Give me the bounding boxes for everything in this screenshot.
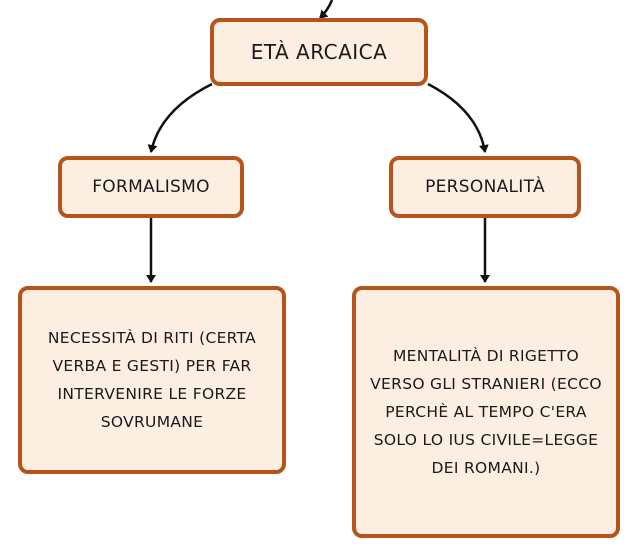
detail-node-text: MENTALITÀ DI RIGETTO VERSO GLI STRANIERI… bbox=[370, 347, 602, 477]
branch-node-label: PERSONALITÀ bbox=[425, 177, 545, 197]
root-to-formalismo-connector bbox=[147, 82, 213, 153]
branch-node-label: FORMALISMO bbox=[92, 177, 210, 197]
root-node-eta-arcaica: ETÀ ARCAICA bbox=[210, 18, 428, 86]
detail-node-formalismo: NECESSITÀ DI RITI (CERTA VERBA E GESTI) … bbox=[18, 286, 286, 474]
incoming-connector bbox=[319, 0, 334, 19]
branch-node-personalita: PERSONALITÀ bbox=[389, 156, 581, 218]
branch-node-formalismo: FORMALISMO bbox=[58, 156, 244, 218]
detail-node-personalita: MENTALITÀ DI RIGETTO VERSO GLI STRANIERI… bbox=[352, 286, 620, 538]
root-node-label: ETÀ ARCAICA bbox=[250, 40, 388, 64]
root-to-personalita-connector bbox=[427, 82, 489, 153]
detail-node-text: NECESSITÀ DI RITI (CERTA VERBA E GESTI) … bbox=[47, 329, 257, 431]
